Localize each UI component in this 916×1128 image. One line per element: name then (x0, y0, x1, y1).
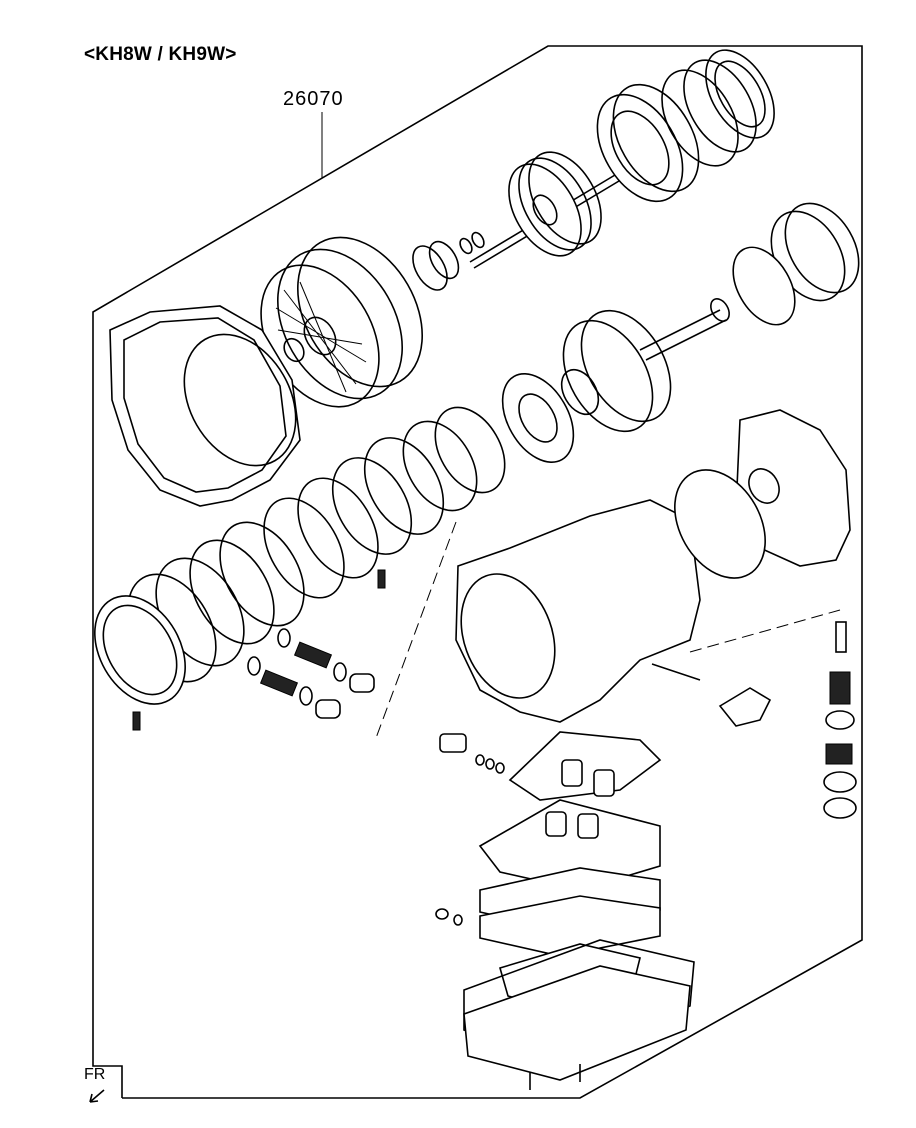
o-ring-pair[interactable] (435, 908, 463, 926)
separator-plate-gasket[interactable] (479, 867, 661, 957)
part-number-callout[interactable]: 26070 (283, 88, 344, 110)
dowel-pin[interactable] (377, 569, 386, 589)
speed-sensor[interactable] (439, 733, 505, 774)
shaft-seal-rings-middle[interactable] (707, 296, 733, 325)
sun-gear-assembly[interactable] (488, 361, 606, 474)
output-shaft[interactable] (639, 309, 727, 361)
planetary-carrier-rear[interactable] (720, 190, 873, 335)
accumulator-springs[interactable] (247, 628, 375, 719)
front-arrow-icon (89, 1089, 105, 1103)
clutch-drum-middle[interactable] (545, 295, 689, 447)
clutch-pack-rings[interactable] (110, 395, 519, 697)
shaft-seal-rings-upper[interactable] (406, 231, 486, 296)
oil-pan-gasket[interactable] (463, 939, 695, 1059)
converter-oil-seal[interactable] (280, 335, 308, 365)
torque-converter[interactable] (237, 215, 448, 428)
converter-housing[interactable] (109, 305, 318, 507)
brake-band-drum[interactable] (76, 580, 203, 720)
valve-body[interactable] (478, 799, 661, 891)
diagram-title: <KH8W / KH9W> (84, 44, 237, 65)
solenoid-plate[interactable] (508, 731, 662, 801)
transmission-case[interactable] (445, 409, 851, 723)
clutch-ring-set-upper[interactable] (646, 38, 788, 179)
detent-spring-stack[interactable] (823, 621, 857, 819)
input-shaft-assembly[interactable] (469, 140, 625, 269)
assembly-frame (92, 45, 863, 1099)
manual-shaft-lever[interactable] (651, 663, 772, 727)
oil-pan[interactable] (463, 965, 691, 1090)
dowel-pin[interactable] (132, 711, 141, 731)
valve-group-leader (689, 609, 841, 653)
case-group-leader (375, 521, 457, 739)
orientation-label: FR (84, 1066, 106, 1083)
clutch-drum-upper[interactable] (580, 70, 716, 216)
